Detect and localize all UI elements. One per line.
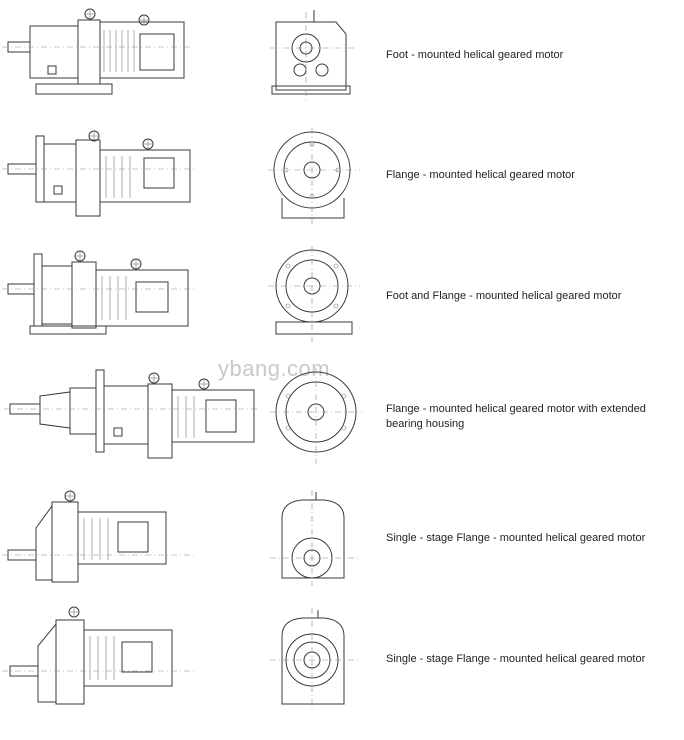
motor-type-label: Flange - mounted helical geared motor wi… <box>386 403 646 430</box>
front-view-drawing <box>270 490 358 586</box>
front-view-drawing <box>270 10 356 100</box>
side-view-drawing <box>2 250 194 335</box>
motor-row-extended: Flange - mounted helical geared motor wi… <box>0 366 684 466</box>
motor-type-label: Flange - mounted helical geared motor <box>386 169 575 181</box>
motor-type-label: Foot and Flange - mounted helical geared… <box>386 290 622 302</box>
watermark-text: ybang.com <box>218 356 331 381</box>
motor-row-foot-flange: Foot and Flange - mounted helical geared… <box>0 244 684 344</box>
motor-row-foot: Foot - mounted helical geared motor <box>0 4 684 104</box>
front-view-drawing <box>270 368 362 464</box>
motor-row-single-stage: Single - stage Flange - mounted helical … <box>0 488 684 588</box>
side-view-drawing <box>2 606 194 705</box>
motor-type-label: Foot - mounted helical geared motor <box>386 49 564 61</box>
side-view-drawing <box>2 130 196 217</box>
front-view-drawing <box>268 128 360 224</box>
side-view-drawing <box>2 8 192 95</box>
side-view-drawing <box>4 369 258 459</box>
front-view-drawing <box>270 608 358 712</box>
motor-row-flange: Flange - mounted helical geared motor <box>0 126 684 226</box>
side-view-drawing <box>2 490 194 583</box>
front-view-drawing <box>268 246 360 342</box>
motor-type-label: Single - stage Flange - mounted helical … <box>386 532 646 544</box>
motor-type-label: Single - stage Flange - mounted helical … <box>386 653 646 665</box>
motor-row-single-stage: Single - stage Flange - mounted helical … <box>0 606 684 716</box>
